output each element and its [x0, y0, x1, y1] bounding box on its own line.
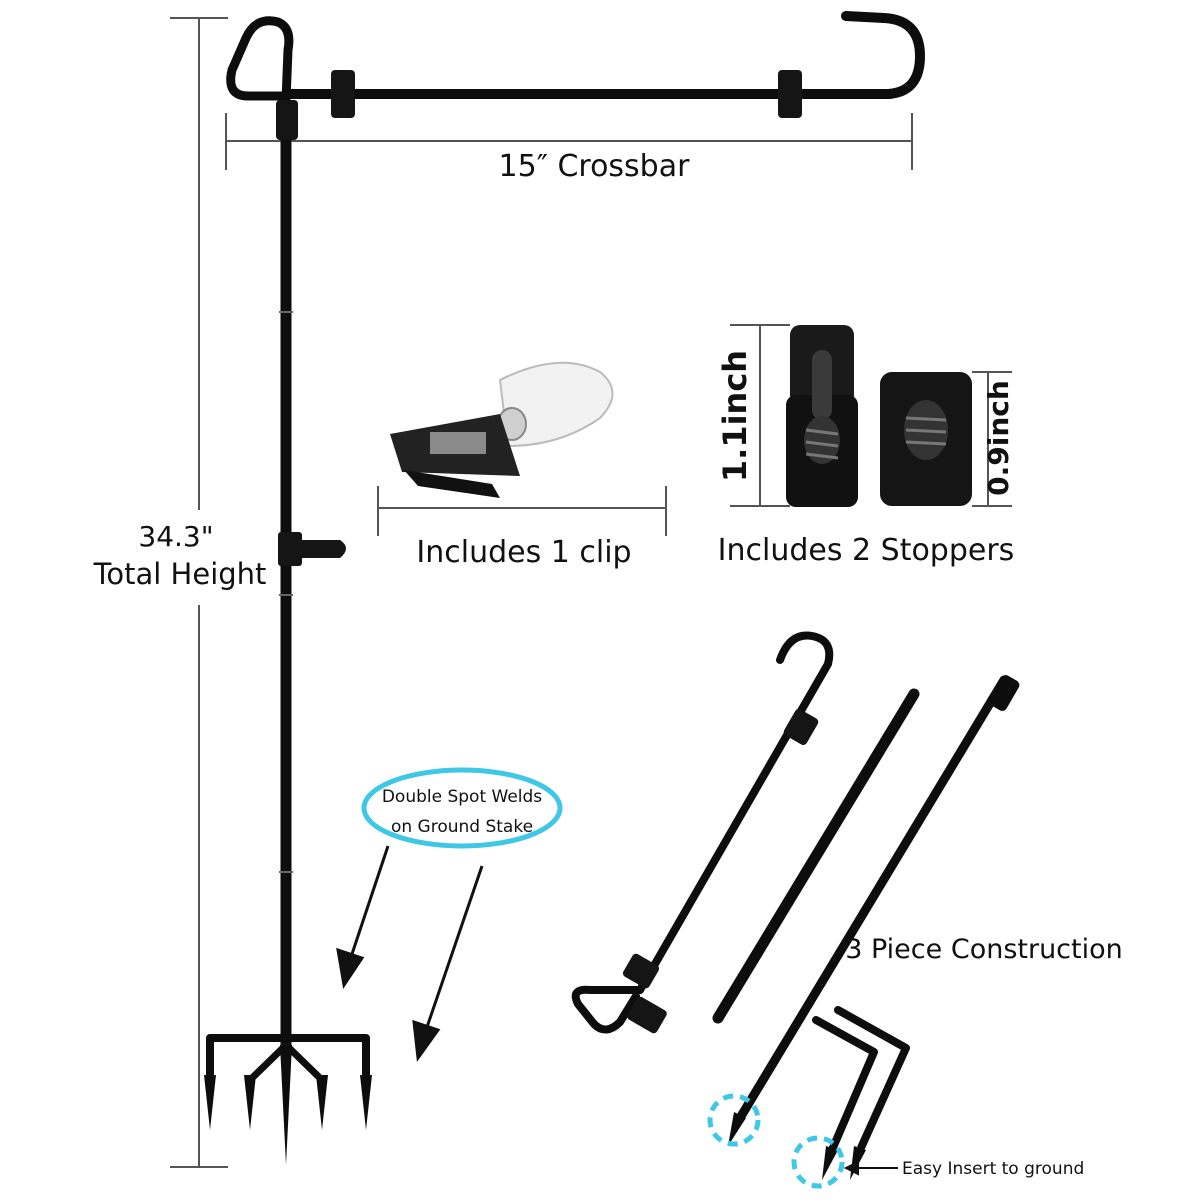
callout-arrows	[336, 845, 484, 1063]
stoppers-label: Includes 2 Stoppers	[718, 533, 1015, 568]
crossbar-label: 15″ Crossbar	[499, 149, 691, 184]
stopper-large-label: 1.1inch	[716, 350, 754, 482]
callout-line1: Double Spot Welds	[382, 787, 542, 807]
ground-note-arrow	[843, 1160, 898, 1176]
crossbar-stoppers	[276, 70, 802, 140]
weld-callout: Double Spot Welds on Ground Stake	[361, 767, 563, 849]
top-loop	[226, 16, 294, 105]
height-label: Total Height	[93, 557, 267, 591]
stopper-small	[880, 372, 972, 506]
ground-note: Easy Insert to ground	[902, 1159, 1084, 1179]
stake-right	[282, 1034, 370, 1084]
piece-crossbar-stoppers	[622, 708, 819, 1034]
stake-left	[206, 1034, 290, 1084]
callout-line2: on Ground Stake	[391, 817, 533, 837]
clip-accessory	[390, 361, 614, 498]
height-dimension	[170, 17, 228, 1168]
piece-middle-pole	[712, 688, 920, 1024]
stopper-large-dimension	[730, 324, 790, 507]
height-value: 34.3"	[138, 520, 213, 553]
piece-crossbar	[571, 631, 834, 1034]
construction-label: 3 Piece Construction	[845, 934, 1123, 965]
clip-dimension	[377, 486, 667, 536]
stopper-large	[786, 325, 858, 507]
piece-stake	[735, 675, 1009, 1154]
stopper-small-label: 0.9inch	[982, 380, 1015, 496]
stake-points	[204, 1045, 372, 1165]
clip-label: Includes 1 clip	[416, 535, 631, 570]
crossbar-dimension	[225, 113, 913, 170]
pole-clip	[278, 532, 346, 566]
stopper-small-dimension	[972, 371, 1012, 507]
stake-inner-left	[246, 1041, 290, 1084]
pole-seams	[279, 311, 293, 873]
stake-inner-right	[282, 1041, 326, 1084]
right-hook	[841, 11, 925, 99]
insert-highlights	[707, 1093, 845, 1189]
